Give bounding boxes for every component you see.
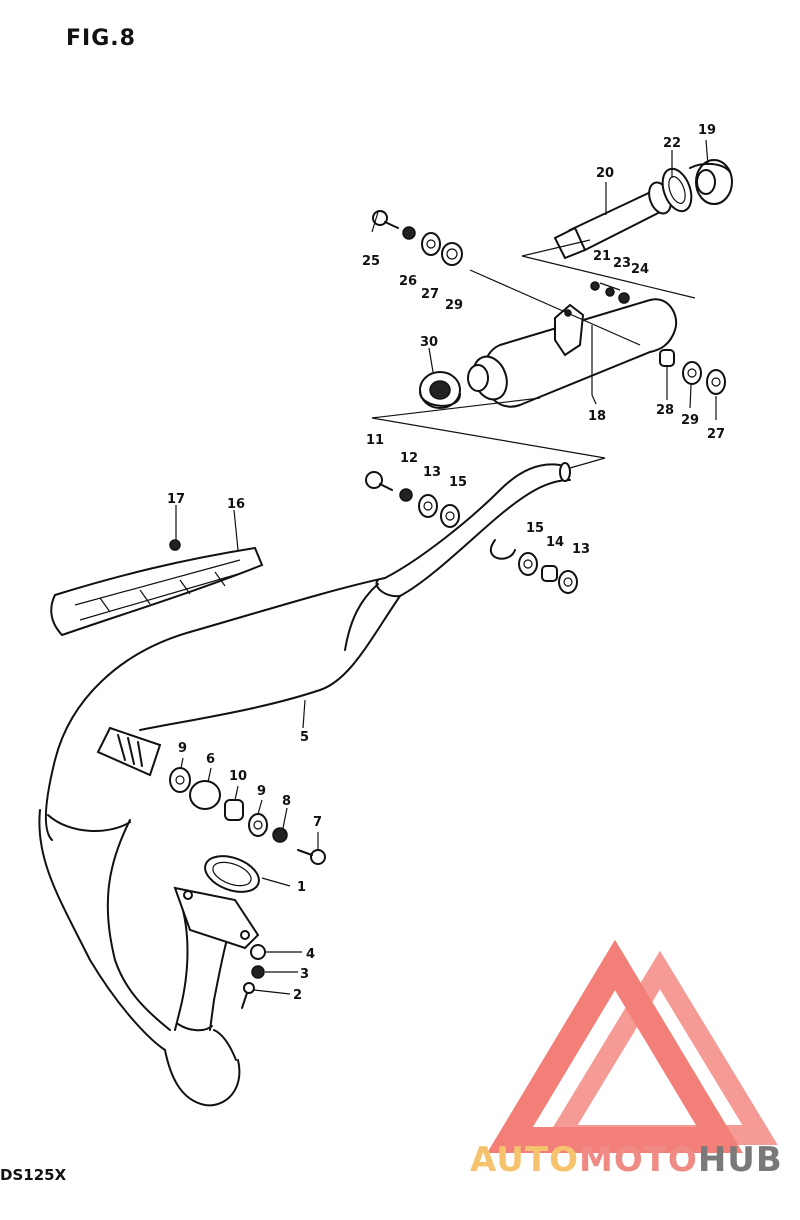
callout-17: 17 — [167, 492, 185, 507]
callout-12: 12 — [400, 451, 418, 466]
exhaust-flange — [173, 855, 260, 950]
pipe-label-band — [96, 726, 162, 777]
callout-9a: 9 — [178, 741, 187, 756]
model-code: DS125X — [0, 1166, 67, 1184]
callout-27b: 27 — [707, 427, 725, 442]
callout-13b: 13 — [572, 542, 590, 557]
callout-18: 18 — [588, 409, 606, 424]
heat-guard — [50, 546, 264, 637]
callout-3: 3 — [300, 967, 309, 982]
tail-pipe — [553, 159, 733, 260]
callout-19: 19 — [698, 123, 716, 138]
callout-26: 26 — [399, 274, 417, 289]
callout-7: 7 — [313, 815, 322, 830]
callout-22: 22 — [663, 136, 681, 151]
callout-15b: 15 — [526, 521, 544, 536]
callout-30: 30 — [420, 335, 438, 350]
callout-21: 21 — [593, 249, 611, 264]
callout-29a: 29 — [445, 298, 463, 313]
callout-29b: 29 — [681, 413, 699, 428]
callout-2: 2 — [293, 988, 302, 1003]
callout-25: 25 — [362, 254, 380, 269]
callout-23: 23 — [613, 256, 631, 271]
callout-9b: 9 — [257, 784, 266, 799]
callout-4: 4 — [306, 947, 315, 962]
silencer — [467, 298, 678, 408]
callout-24: 24 — [631, 262, 649, 277]
callout-5: 5 — [300, 730, 309, 745]
callout-13a: 13 — [423, 465, 441, 480]
callout-1: 1 — [297, 880, 306, 895]
callout-8: 8 — [282, 794, 291, 809]
guide-lines — [371, 239, 696, 469]
watermark-logo — [487, 939, 778, 1153]
figure-label: FIG.8 — [66, 26, 136, 51]
callout-15a: 15 — [449, 475, 467, 490]
watermark-brand: AUTOMOTOHUB — [470, 1140, 783, 1180]
exhaust-pipe — [38, 462, 571, 1107]
callout-10: 10 — [229, 769, 247, 784]
callout-16: 16 — [227, 497, 245, 512]
callout-6: 6 — [206, 752, 215, 767]
grommet-30 — [419, 371, 461, 409]
brand-part-2: MOTO — [578, 1140, 698, 1180]
callout-28: 28 — [656, 403, 674, 418]
leader-lines — [175, 139, 717, 995]
callout-20: 20 — [596, 166, 614, 181]
callout-14: 14 — [546, 535, 564, 550]
brand-part-1: AUTO — [470, 1140, 579, 1180]
callouts: 1 2 3 4 5 6 7 8 9 9 10 11 12 13 13 14 15… — [167, 123, 725, 1003]
callout-27a: 27 — [421, 287, 439, 302]
brand-part-3: HUB — [697, 1140, 783, 1180]
callout-11: 11 — [366, 433, 384, 448]
hardware — [169, 210, 726, 1009]
